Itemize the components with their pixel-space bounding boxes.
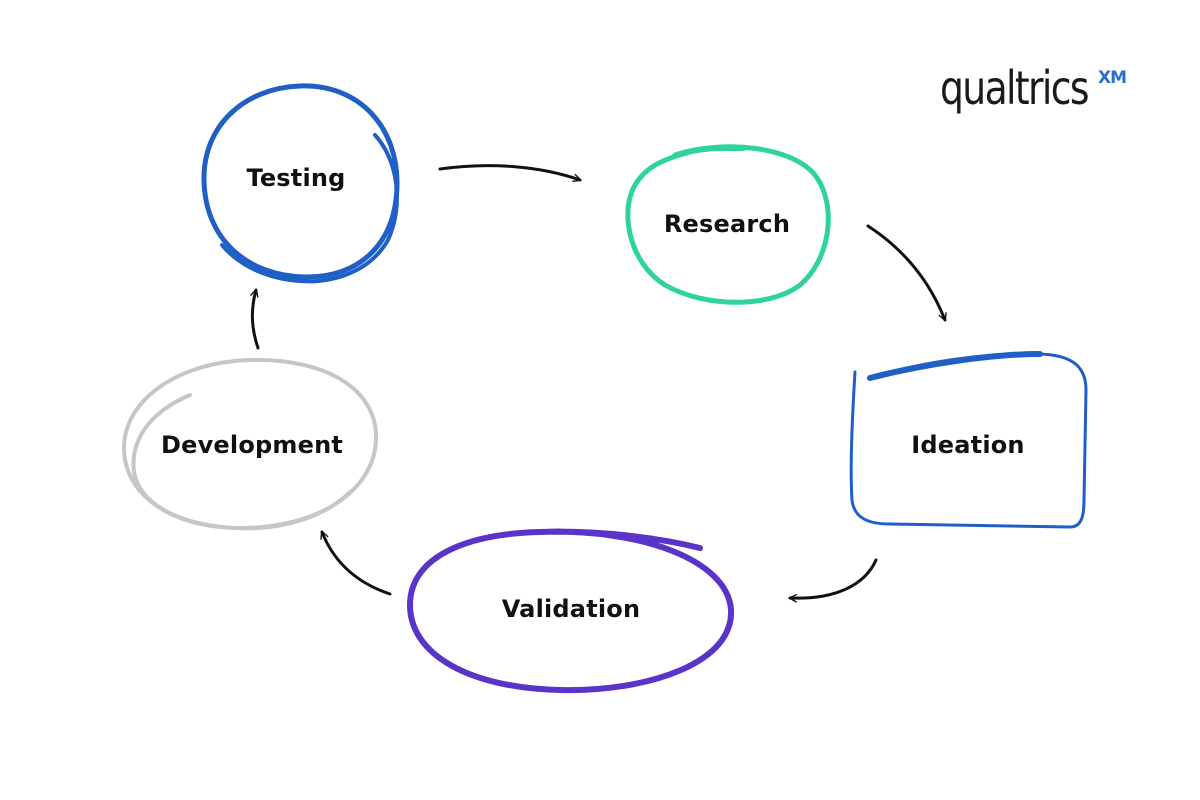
node-development: Development bbox=[121, 357, 379, 531]
logo-wordmark: qualtrics bbox=[940, 61, 1089, 115]
node-testing: Testing bbox=[201, 83, 400, 284]
node-validation-shape bbox=[406, 528, 735, 694]
node-testing-shape-overlap bbox=[220, 133, 399, 284]
node-ideation: Ideation bbox=[849, 351, 1088, 529]
arrow-ideation-to-validation bbox=[788, 558, 878, 603]
arrow-development-to-testing bbox=[250, 288, 260, 350]
node-ideation-label: Ideation bbox=[911, 431, 1024, 459]
arrow-research-to-ideation bbox=[866, 224, 947, 322]
node-ideation-shape-top bbox=[867, 351, 1043, 381]
node-research: Research bbox=[625, 144, 831, 305]
node-validation-label: Validation bbox=[502, 595, 641, 623]
node-development-label: Development bbox=[161, 431, 343, 459]
logo-xm-mark: XM bbox=[1098, 68, 1127, 88]
node-development-shape-overlap bbox=[131, 393, 352, 531]
arrow-testing-to-research bbox=[438, 164, 582, 182]
node-research-shape bbox=[625, 144, 831, 305]
node-testing-shape bbox=[201, 83, 400, 280]
node-validation: Validation bbox=[406, 528, 735, 694]
node-testing-label: Testing bbox=[246, 164, 345, 192]
node-research-label: Research bbox=[664, 210, 790, 238]
arrow-validation-to-development bbox=[320, 530, 392, 596]
